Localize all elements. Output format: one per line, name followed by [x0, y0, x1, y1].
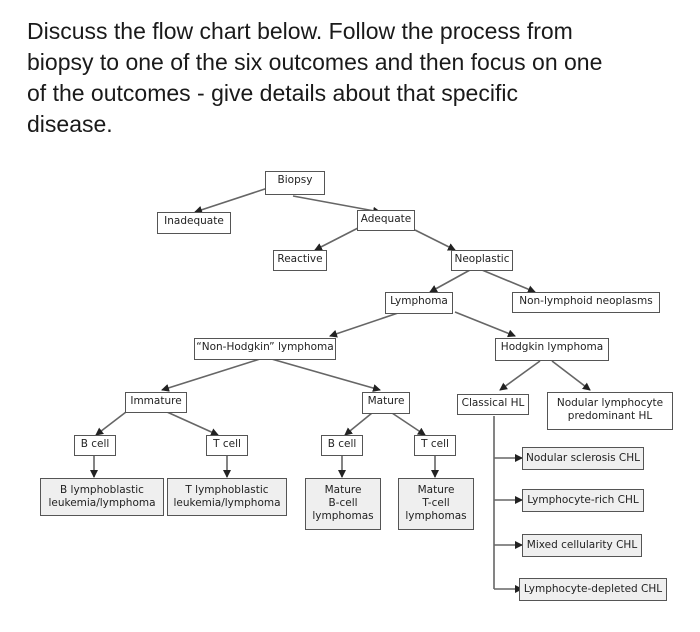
- mature-t-line: Mature: [417, 484, 455, 496]
- b-cell-immature-label: B cell: [80, 438, 110, 450]
- immature-node: Immature: [125, 392, 187, 413]
- b-lymphoblastic-line: B lymphoblastic: [60, 484, 144, 496]
- lymphocyte-rich-chl-label: Lymphocyte-rich CHL: [527, 494, 639, 506]
- mature-label: Mature: [367, 395, 405, 407]
- b-lymphoblastic-leukemia-lymphoma-node: B lymphoblastic leukemia/lymphoma: [40, 478, 164, 516]
- t-lymphoblastic-leukemia-lymphoma-node: T lymphoblastic leukemia/lymphoma: [167, 478, 287, 516]
- neoplastic-node: Neoplastic: [451, 250, 513, 271]
- non-hodgkin-lymphoma-label: “Non-Hodgkin” lymphoma: [196, 341, 334, 353]
- mature-t-line: lymphomas: [405, 510, 467, 522]
- adequate-node: Adequate: [357, 210, 415, 231]
- mature-node: Mature: [362, 392, 410, 414]
- hodgkin-lymphoma-label: Hodgkin lymphoma: [500, 341, 604, 353]
- mature-t-cell-lymphomas-node: Mature T-cell lymphomas: [398, 478, 474, 530]
- mature-b-line: Mature: [324, 484, 362, 496]
- classical-hl-node: Classical HL: [457, 394, 529, 415]
- neoplastic-label: Neoplastic: [454, 253, 510, 265]
- nlp-hl-line: Nodular lymphocyte: [556, 397, 664, 409]
- inadequate-label: Inadequate: [164, 215, 224, 227]
- lymphocyte-rich-chl-node: Lymphocyte-rich CHL: [522, 489, 644, 512]
- b-lymphoblastic-line: leukemia/lymphoma: [48, 497, 156, 509]
- non-lymphoid-neoplasms-node: Non-lymphoid neoplasms: [512, 292, 660, 313]
- nodular-lymphocyte-predominant-hl-node: Nodular lymphocyte predominant HL: [547, 392, 673, 430]
- reactive-label: Reactive: [277, 253, 323, 265]
- b-cell-mature-label: B cell: [327, 438, 357, 450]
- t-lymphoblastic-line: leukemia/lymphoma: [173, 497, 281, 509]
- non-lymphoid-neoplasms-label: Non-lymphoid neoplasms: [519, 295, 653, 307]
- immature-label: Immature: [130, 395, 182, 407]
- adequate-label: Adequate: [360, 213, 412, 225]
- non-hodgkin-lymphoma-node: “Non-Hodgkin” lymphoma: [194, 338, 336, 360]
- question-line: of the outcomes - give details about tha…: [27, 80, 518, 106]
- question-line: biopsy to one of the six outcomes and th…: [27, 49, 603, 75]
- t-lymphoblastic-line: T lymphoblastic: [185, 484, 269, 496]
- lymphocyte-depleted-chl-label: Lymphocyte-depleted CHL: [523, 583, 663, 595]
- biopsy-label: Biopsy: [277, 174, 313, 186]
- mature-t-line: T-cell: [422, 497, 450, 509]
- question-line: disease.: [27, 111, 113, 137]
- lymphoma-label: Lymphoma: [390, 295, 448, 307]
- reactive-node: Reactive: [273, 250, 327, 271]
- t-cell-mature-node: T cell: [414, 435, 456, 456]
- mature-b-line: B-cell: [328, 497, 358, 509]
- b-cell-mature-node: B cell: [321, 435, 363, 456]
- classical-hl-label: Classical HL: [461, 397, 525, 409]
- nlp-hl-line: predominant HL: [567, 410, 653, 422]
- inadequate-node: Inadequate: [157, 212, 231, 234]
- t-cell-immature-label: T cell: [213, 438, 241, 450]
- mixed-cellularity-chl-node: Mixed cellularity CHL: [522, 534, 642, 557]
- nodular-sclerosis-chl-label: Nodular sclerosis CHL: [525, 452, 640, 464]
- lymphoma-node: Lymphoma: [385, 292, 453, 314]
- question-text: Discuss the flow chart below. Follow the…: [27, 16, 677, 140]
- nodular-sclerosis-chl-node: Nodular sclerosis CHL: [522, 447, 644, 470]
- hodgkin-lymphoma-node: Hodgkin lymphoma: [495, 338, 609, 361]
- mixed-cellularity-chl-label: Mixed cellularity CHL: [526, 539, 638, 551]
- t-cell-mature-label: T cell: [421, 438, 449, 450]
- lymphocyte-depleted-chl-node: Lymphocyte-depleted CHL: [519, 578, 667, 601]
- mature-b-line: lymphomas: [312, 510, 374, 522]
- biopsy-node: Biopsy: [265, 171, 325, 195]
- question-line: Discuss the flow chart below. Follow the…: [27, 18, 573, 44]
- mature-b-cell-lymphomas-node: Mature B-cell lymphomas: [305, 478, 381, 530]
- b-cell-immature-node: B cell: [74, 435, 116, 456]
- t-cell-immature-node: T cell: [206, 435, 248, 456]
